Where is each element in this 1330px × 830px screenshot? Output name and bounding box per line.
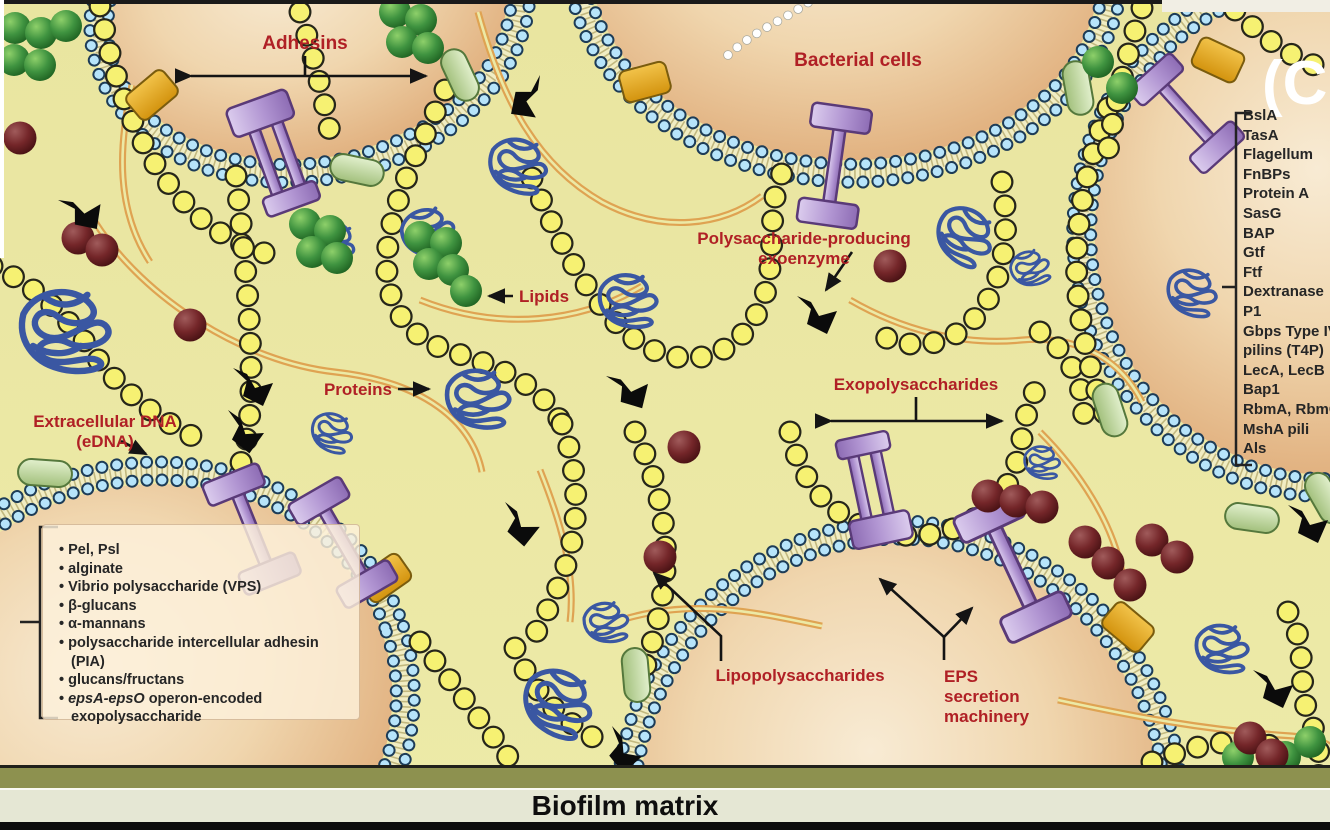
list-item: pilins (T4P) [1243, 342, 1324, 360]
list-item: polysaccharide intercellular adhesin (PI… [59, 634, 351, 671]
figure-top-right-edge [1162, 0, 1330, 12]
list-item: Ftf [1243, 263, 1263, 281]
lipopolysaccharides-label: Lipopolysaccharides [715, 666, 885, 685]
list-item: epsA-epsO operon-encodedexopolysaccharid… [59, 690, 351, 727]
eps-line3: machinery [944, 707, 1030, 727]
list-item: FnBPs [1243, 165, 1291, 183]
list-item: MshA pili [1243, 420, 1310, 438]
list-item: glucans/fructans [59, 671, 351, 690]
list-item: Gbps Type IV [1243, 322, 1330, 340]
edna-line1: Extracellular DNA [33, 412, 177, 431]
polysaccharide-exoenzyme-label: Polysaccharide-producing exoenzyme [697, 229, 911, 269]
list-item: BAP [1243, 224, 1275, 242]
edna-line2: (eDNA) [76, 432, 134, 452]
biofilm-matrix-banner [0, 788, 1330, 822]
list-item: Flagellum [1243, 146, 1314, 164]
list-item: Dextranase [1243, 283, 1324, 301]
panel-label: (C [1262, 49, 1328, 118]
list-item: α-mannans [59, 615, 351, 634]
list-item: P1 [1243, 302, 1262, 320]
annotation-arrows [120, 56, 1005, 661]
list-item: Pel, Psl [59, 541, 351, 560]
list-item: Gtf [1243, 244, 1265, 262]
polysaccharide-exoenzyme-line2: exoenzyme [758, 249, 850, 269]
figure-top-border [0, 0, 1162, 4]
polysaccharide-exoenzyme-line1: Polysaccharide-producing [697, 229, 911, 248]
polysaccharide-list: Pel, PslalginateVibrio polysaccharide (V… [59, 541, 351, 727]
list-item: Vibrio polysaccharide (VPS) [59, 578, 351, 597]
list-item: SasG [1243, 204, 1282, 222]
polysaccharide-list-box: Pel, PslalginateVibrio polysaccharide (V… [42, 524, 360, 725]
eps-line1: EPS [944, 667, 979, 686]
figure-bottom-border [0, 822, 1330, 830]
adhesins-label: Adhesins [262, 33, 348, 54]
figure-left-edge [0, 0, 4, 258]
list-item: Protein A [1243, 185, 1310, 203]
list-item: Bap1 [1243, 381, 1280, 399]
list-item: alginate [59, 560, 351, 579]
list-item: β-glucans [59, 597, 351, 616]
flagellum [723, 0, 817, 60]
list-item: RbmA, RbmC [1243, 400, 1330, 418]
list-item: LecA, LecB [1243, 361, 1325, 379]
proteins-label: Proteins [323, 380, 392, 399]
exopolysaccharides-label: Exopolysaccharides [833, 375, 999, 394]
list-item: Als [1243, 440, 1267, 458]
lipids-label: Lipids [519, 287, 570, 306]
list-item: BslA [1243, 107, 1278, 124]
substratum-strip [0, 765, 1330, 788]
biofilm-matrix-label: Biofilm matrix [531, 790, 719, 821]
list-item: TasA [1243, 126, 1279, 144]
eps-line2: secretion [944, 687, 1020, 707]
edna-label: Extracellular DNA (eDNA) [33, 412, 177, 452]
eps-secretion-machinery-label: EPS secretion machinery [944, 667, 1029, 727]
bacterial-cells-label: Bacterial cells [794, 50, 922, 71]
